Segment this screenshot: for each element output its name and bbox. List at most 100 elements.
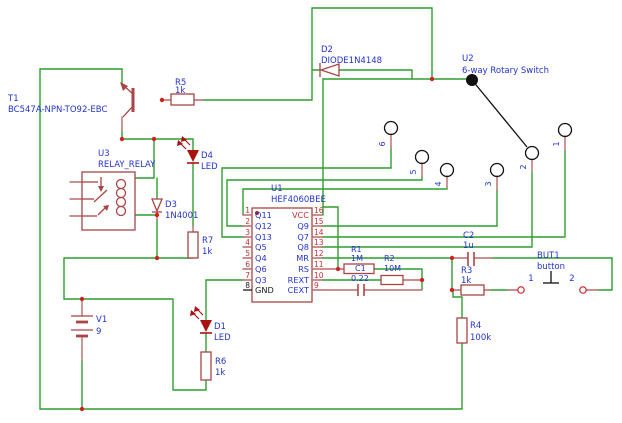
label-r4-ref: R4 [470, 321, 481, 331]
label-d2-ref: D2 [321, 45, 333, 55]
contact-number: 4 [434, 181, 443, 186]
rotary-contact-numbers: 6 5 4 3 2 1 [378, 141, 561, 186]
rotary-contact-6[interactable] [383, 120, 399, 136]
label-d1-val: LED [214, 333, 231, 343]
label-d1-ref: D1 [214, 322, 226, 332]
pin-name: Q4 [255, 253, 267, 263]
pin-number: 2 [245, 217, 250, 226]
label-c2-ref: C2 [463, 231, 474, 241]
resistor-r1[interactable] [343, 263, 375, 275]
label-r4-val: 100k [470, 333, 491, 343]
label-v1-val: 9 [96, 327, 101, 337]
resistor-r7[interactable] [187, 231, 199, 259]
led-d4[interactable] [177, 136, 199, 164]
label-c1-val: 0.22 [351, 274, 369, 283]
contact-number: 3 [484, 181, 493, 186]
pin-number: 1 [245, 206, 250, 215]
label-r1-val: 1M [351, 254, 363, 263]
ic-u1[interactable] [242, 207, 323, 303]
pin-name: CEXT [288, 285, 310, 295]
diode-d2[interactable] [318, 63, 340, 77]
led-d1[interactable] [190, 306, 212, 334]
pin-number: 4 [245, 238, 250, 247]
rotary-contact-2[interactable] [524, 145, 540, 161]
button-pin-number: 1 [528, 274, 533, 284]
pin-name: RS [298, 264, 309, 274]
label-r2-val: 10M [384, 264, 401, 273]
contact-number: 5 [409, 169, 418, 174]
capacitor-c2[interactable] [467, 252, 475, 266]
pin-number: 6 [245, 260, 250, 269]
label-r6-val: 1k [215, 368, 225, 378]
resistor-r2[interactable] [380, 274, 404, 286]
led-arrow-icon [194, 306, 200, 312]
pin-name: VCC [292, 210, 309, 220]
resistor-r3[interactable] [460, 284, 485, 296]
pin-number: 8 [245, 281, 250, 290]
label-but1-val: button [537, 262, 565, 272]
label-u1-ref: U1 [271, 184, 283, 194]
rotary-contact-3[interactable] [489, 162, 505, 178]
label-r3-val: 1k [461, 276, 471, 286]
junction-dots [79, 76, 455, 412]
pin-number: 5 [245, 249, 250, 258]
pin-number: 12 [314, 249, 324, 258]
label-d3-ref: D3 [165, 200, 177, 210]
diode-d3[interactable] [151, 198, 163, 213]
resistor-r6[interactable] [200, 351, 212, 381]
contact-number: 2 [519, 164, 528, 169]
pin-name: GND [255, 285, 274, 295]
rotary-contact-5[interactable] [414, 149, 430, 165]
pin-name: Q11 [255, 210, 272, 220]
label-t1-ref: T1 [7, 94, 19, 104]
pin-number: 11 [314, 260, 324, 269]
push-button-but1[interactable] [517, 271, 587, 294]
label-d4-ref: D4 [201, 151, 213, 161]
label-r1-ref: R1 [351, 245, 362, 254]
battery-v1[interactable] [71, 315, 93, 338]
pin1-indicator-icon [255, 211, 259, 215]
pin-number: 15 [314, 217, 324, 226]
label-t1-val: BC547A-NPN-TO92-EBC [8, 105, 107, 115]
ic-pin-text: 1 2 3 4 5 6 7 8 Q11 Q12 Q13 Q5 Q4 Q6 Q3 … [245, 206, 324, 295]
label-u3-val: RELAY_RELAY [98, 160, 156, 170]
label-v1-ref: V1 [96, 315, 107, 325]
pin-name: MR [296, 253, 309, 263]
led-arrow-icon [177, 140, 183, 146]
pin-name: Q8 [297, 242, 309, 252]
label-r7-val: 1k [202, 247, 212, 257]
label-u2-ref: U2 [462, 54, 474, 64]
pin-number: 7 [245, 271, 250, 280]
pin-name: Q7 [297, 232, 309, 242]
resistor-r4[interactable] [456, 317, 468, 344]
rotary-switch-u2[interactable] [383, 74, 573, 178]
emitter-arrow-icon [120, 82, 128, 91]
rotary-contact-4[interactable] [439, 162, 455, 178]
label-r3-ref: R3 [461, 266, 472, 276]
pin-number: 3 [245, 228, 250, 237]
wires [39, 7, 613, 410]
label-r5-val: 1k [175, 86, 185, 96]
label-u2-val: 6-way Rotary Switch [462, 66, 549, 76]
rotary-contact-1[interactable] [557, 122, 573, 138]
led-arrow-icon [181, 136, 187, 142]
pin-name: Q6 [255, 264, 267, 274]
pin-name: Q12 [255, 221, 272, 231]
pin-number: 13 [314, 238, 324, 247]
relay-arrow-icon [103, 205, 109, 211]
contact-number: 1 [552, 141, 561, 146]
transistor-t1[interactable] [120, 82, 135, 118]
label-c2-val: 1u [463, 241, 474, 251]
label-r7-ref: R7 [202, 236, 213, 246]
resistor-r5[interactable] [170, 93, 195, 106]
relay-u3[interactable] [81, 171, 136, 231]
led-arrow-icon [190, 310, 196, 316]
label-d4-val: LED [201, 162, 218, 172]
pin-name: Q9 [297, 221, 309, 231]
pin-name: Q5 [255, 242, 267, 252]
capacitor-c1[interactable] [357, 284, 365, 296]
label-c1-ref: C1 [355, 264, 366, 273]
pin-name: Q13 [255, 232, 272, 242]
